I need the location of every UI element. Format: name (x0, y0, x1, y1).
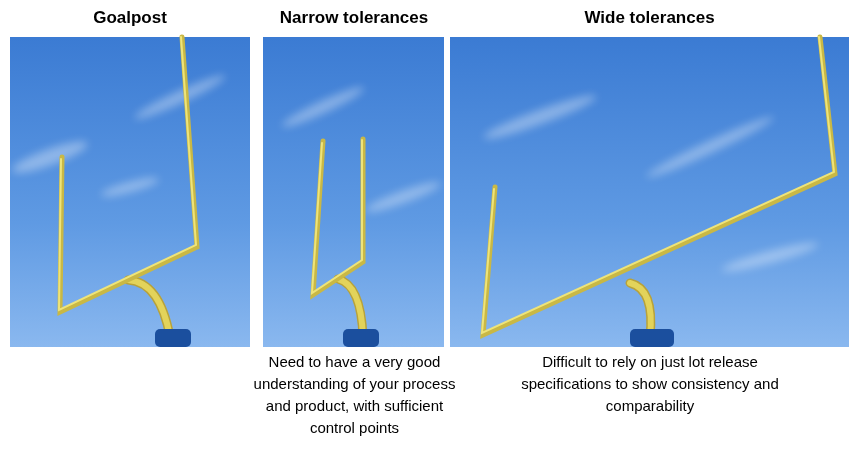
panel-heading: Narrow tolerances (245, 7, 463, 29)
photo-panel: Wide tolerancesDifficult to rely on just… (450, 0, 849, 453)
photo-panel: Goalpost (10, 0, 250, 453)
photo-goalpost (10, 37, 250, 347)
photo-panel: Narrow tolerancesNeed to have a very goo… (245, 0, 463, 453)
photo-narrow-goalpost (263, 37, 444, 347)
panel-heading: Wide tolerances (450, 7, 849, 29)
photo-wide-goalpost (450, 37, 849, 347)
panel-caption: Need to have a very good understanding o… (247, 351, 462, 439)
panel-heading: Goalpost (10, 7, 250, 29)
panel-caption: Difficult to rely on just lot release sp… (500, 351, 800, 417)
